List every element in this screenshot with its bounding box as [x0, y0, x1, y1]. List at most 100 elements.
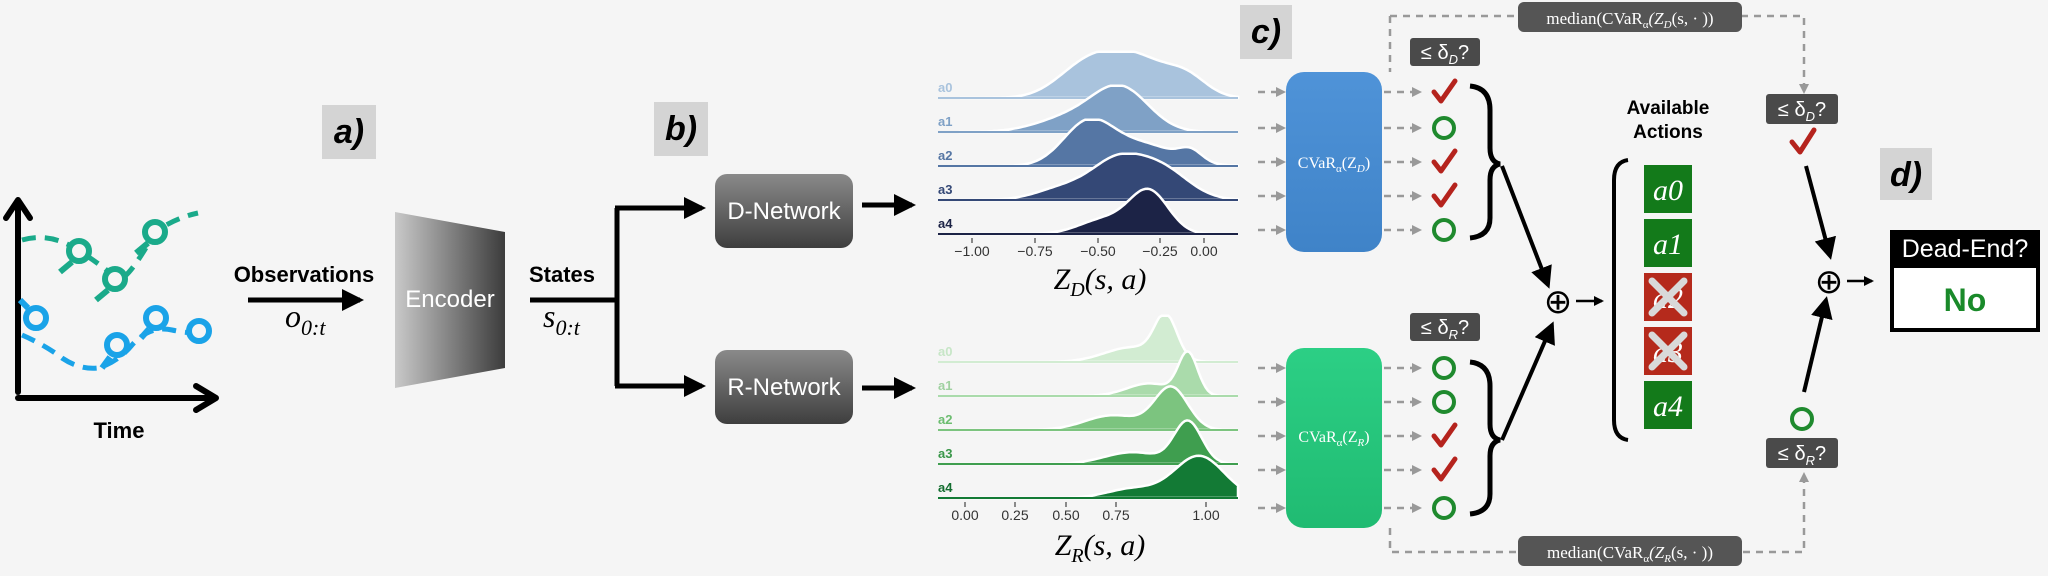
- d-network-label: D-Network: [727, 198, 841, 225]
- blue-marker-stem: [138, 327, 152, 340]
- teal-markers: [66, 219, 168, 292]
- observation-plot: Time: [3, 197, 219, 443]
- r-tick-label-1: 0.25: [1001, 507, 1028, 523]
- r-row-label-4: a4: [938, 480, 953, 495]
- r-network-label: R-Network: [727, 374, 841, 401]
- d-density-1: [958, 84, 1238, 134]
- blue-marker-stem: [17, 297, 31, 311]
- panel-label-a: a): [334, 113, 364, 151]
- d-density-2: [960, 118, 1240, 168]
- encoder-label: Encoder: [405, 286, 494, 313]
- median-r-badge: [1518, 536, 1742, 566]
- d-result-1-circle-icon: [1432, 116, 1456, 140]
- d-row-label-1: a1: [938, 114, 952, 129]
- arrow-final-d-to-oplus: [1804, 165, 1836, 260]
- blue-marker: [23, 305, 49, 331]
- dead-end-answer-box: [1890, 264, 2040, 332]
- teal-marker: [102, 266, 128, 292]
- r-row-label-2: a2: [938, 412, 952, 427]
- r-results-brace: [1469, 359, 1501, 517]
- panel-label-c: c): [1251, 13, 1281, 51]
- d-tick-label-1: −0.75: [1017, 243, 1053, 259]
- dead-end-answer: No: [1944, 282, 1987, 318]
- states-label: States: [529, 262, 595, 287]
- r-network-box: [715, 350, 853, 424]
- threshold-d-badge: [1410, 38, 1480, 66]
- blue-marker-stem: [99, 355, 113, 370]
- blue-marker: [143, 305, 169, 331]
- blue-marker: [186, 318, 212, 344]
- d-result-3-check-icon: [1431, 182, 1458, 208]
- cvar-d-label: CVaRα(ZD): [1298, 155, 1370, 175]
- d-tick-label-0: −1.00: [954, 243, 990, 259]
- median-d-badge: [1518, 2, 1742, 32]
- r-result-0-circle-icon: [1432, 356, 1456, 380]
- x-axis-arrowhead: [193, 383, 219, 413]
- available-actions-title-2: Actions: [1633, 122, 1703, 143]
- r-row-label-3: a3: [938, 446, 952, 461]
- r-result-2-check-icon: [1431, 422, 1458, 448]
- d-tick-label-2: −0.50: [1080, 243, 1116, 259]
- observations-symbol: o0:t: [285, 298, 326, 340]
- oplus-combine-2: ⊕: [1815, 262, 1844, 302]
- d-results-brace: [1469, 83, 1501, 241]
- d-row-label-2: a2: [938, 148, 952, 163]
- r-tick-label-2: 0.50: [1052, 507, 1079, 523]
- threshold-d-text: ≤ δD?: [1421, 42, 1469, 67]
- r-tick-label-0: 0.00: [951, 507, 978, 523]
- y-axis-arrowhead: [3, 197, 33, 221]
- action-box-a1: [1644, 219, 1692, 267]
- blue-markers: [23, 305, 212, 358]
- arrow-r-to-oplus: [1500, 321, 1555, 441]
- states-symbol: s0:t: [543, 298, 581, 340]
- blue-marker: [104, 332, 130, 358]
- teal-marker-stem: [134, 240, 150, 256]
- threshold-results: [1431, 78, 1458, 520]
- teal-marker: [66, 238, 92, 264]
- threshold-r-badge: [1410, 313, 1480, 341]
- dead-end-title: Dead-End?: [1902, 235, 2028, 263]
- oplus-combine-1: ⊕: [1544, 282, 1573, 322]
- dead-end-header: [1890, 230, 2040, 266]
- time-axis-label: Time: [94, 418, 145, 443]
- panel-label-b-box: [654, 102, 708, 156]
- action-cross-icon: [1648, 331, 1688, 371]
- median-r-label: median(CVaRα(ZR(s, · )): [1547, 543, 1713, 565]
- final-threshold-d-badge: [1766, 94, 1838, 124]
- d-tick-label-4: 0.00: [1190, 243, 1217, 259]
- d-tick-label-3: −0.25: [1142, 243, 1178, 259]
- cvar-d-box: [1286, 72, 1382, 252]
- actions-left-bracket: [1612, 158, 1629, 442]
- r-tick-label-4: 1.00: [1192, 507, 1219, 523]
- r-result-1-circle-icon: [1432, 390, 1456, 414]
- d-ridge-axis-label: ZD(s, a): [1054, 263, 1147, 301]
- d-network-box: [715, 174, 853, 248]
- teal-marker: [142, 219, 168, 245]
- panel-label-b: b): [665, 110, 697, 148]
- panel-label-c-box: [1240, 5, 1292, 59]
- encoder-block: [395, 212, 505, 388]
- final-threshold-r-badge: [1766, 438, 1838, 468]
- arrow-d-to-oplus: [1500, 165, 1552, 289]
- d-result-4-circle-icon: [1432, 218, 1456, 242]
- d-row-label-3: a3: [938, 182, 952, 197]
- blue-trajectory: [21, 326, 201, 371]
- r-ridge-axis-label: ZR(s, a): [1055, 529, 1146, 567]
- panel-label-a-box: [322, 105, 376, 159]
- threshold-r-text: ≤ δR?: [1421, 317, 1469, 342]
- teal-marker-stem: [94, 287, 110, 303]
- action-label-a4: a4: [1653, 390, 1683, 423]
- d-result-0-check-icon: [1431, 78, 1458, 104]
- r-row-label-0: a0: [938, 344, 952, 359]
- final-threshold-d-text: ≤ δD?: [1778, 99, 1826, 124]
- cvar-r-box: [1286, 348, 1382, 528]
- r-result-4-circle-icon: [1432, 496, 1456, 520]
- teal-marker-stem: [58, 259, 74, 275]
- available-actions-title-1: Available: [1627, 98, 1710, 119]
- final-d-check-icon: [1789, 127, 1817, 155]
